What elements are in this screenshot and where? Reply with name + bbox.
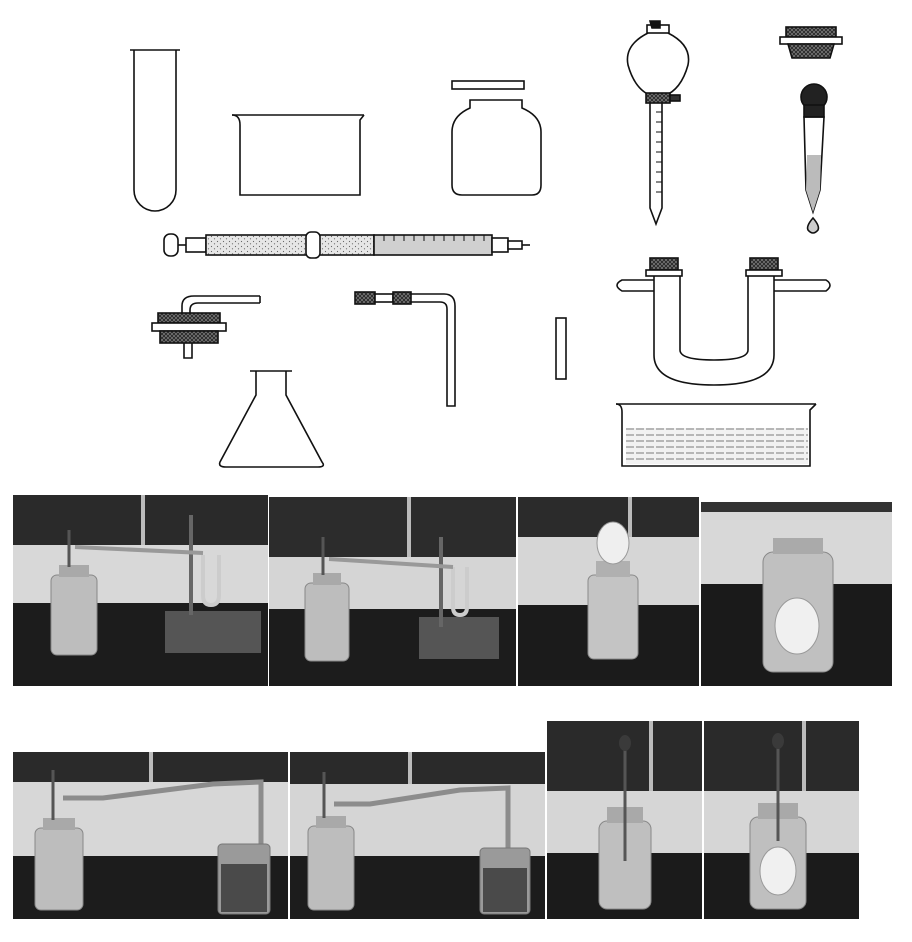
photo-setup-bottle-u-tube-on-stand [13, 495, 268, 686]
photo-setup-bottle-to-beaker [13, 752, 288, 919]
erlenmeyer-flask [218, 370, 325, 468]
syringe-tube [163, 231, 530, 259]
glass-rod-piece [555, 317, 567, 380]
dropper [800, 83, 828, 234]
photo-bottle-with-dropper-empty [547, 721, 702, 919]
wide-mouth-bottle-with-glass-plate [451, 80, 542, 196]
apparatus-diagram [130, 20, 843, 468]
rubber-stopper [779, 26, 843, 59]
l-shaped-glass-tube-with-rubber-hose [354, 291, 456, 407]
u-tube-with-side-arms [616, 257, 831, 386]
photo-setup-bottle-to-beaker-2 [290, 752, 545, 919]
photo-egg-on-bottle-mouth [518, 497, 699, 686]
photo-egg-inside-bottle [701, 502, 892, 686]
separatory-funnel [626, 20, 690, 227]
beaker [231, 114, 365, 196]
photo-setup-bottle-u-tube-on-stand-2 [269, 497, 516, 686]
stopper-with-bent-tube [151, 295, 261, 359]
photo-bottle-with-egg-inside [704, 721, 859, 919]
water-trough [615, 403, 817, 467]
test-tube [130, 49, 180, 212]
